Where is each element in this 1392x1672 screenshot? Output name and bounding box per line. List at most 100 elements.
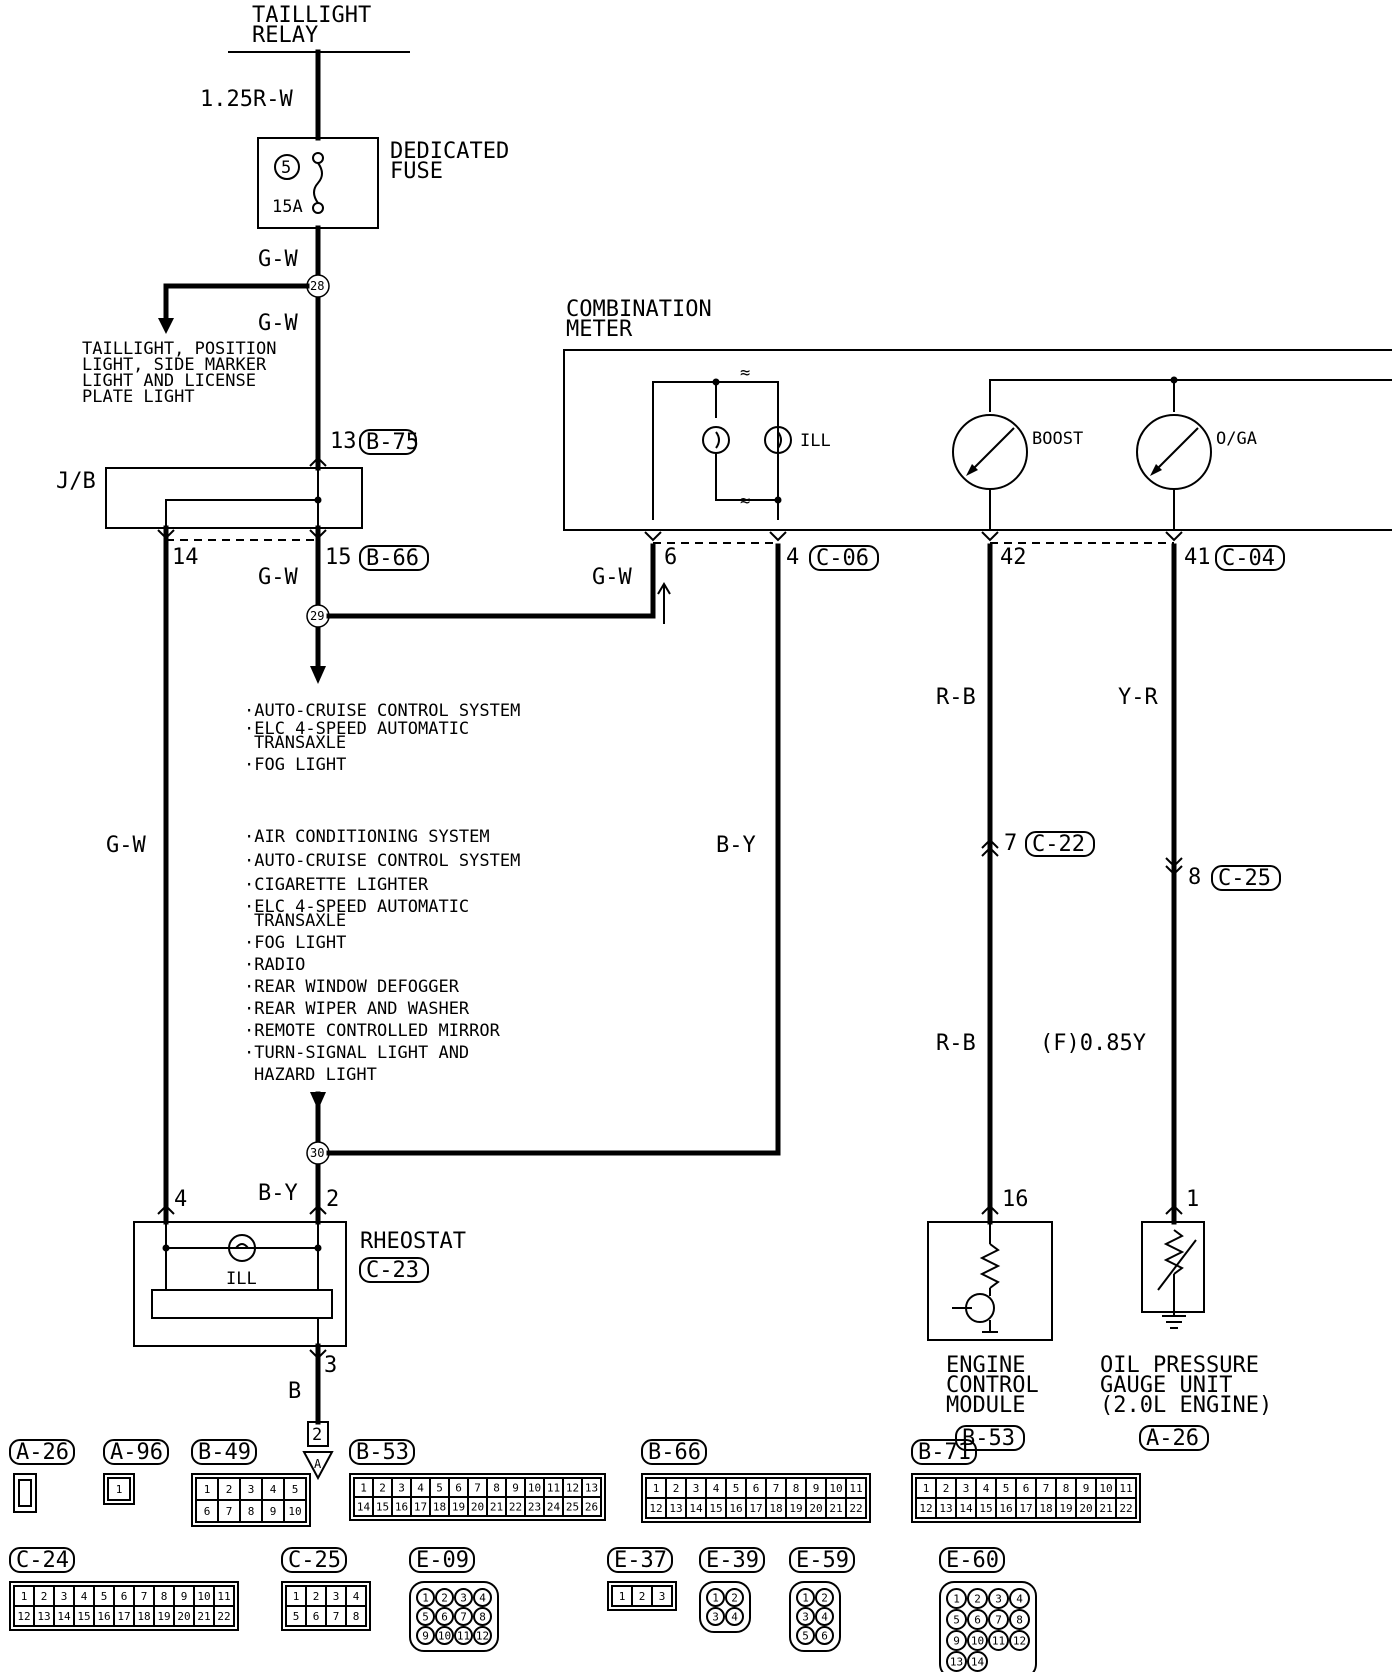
connector-pin-number: 19: [157, 1610, 170, 1623]
jb-box: [105, 467, 363, 529]
connector-pin-number: 7: [474, 1482, 481, 1495]
splice-29-label: 29: [310, 609, 324, 623]
connector-pin-number: 1: [21, 1590, 28, 1603]
gauge-needle-tip-icon: [966, 464, 978, 476]
connector-pin-number: 2: [313, 1590, 320, 1603]
connector-housing: [607, 1581, 677, 1611]
connector-pin-number: 2: [639, 1590, 646, 1603]
list2-line-9: ·REAR WIPER AND WASHER: [244, 999, 470, 1019]
arrow-down-icon: [310, 1092, 326, 1110]
variable-resistor-icon: [1163, 1229, 1185, 1275]
meter-pin-42: 42: [1000, 545, 1027, 570]
connector-pin-number: 7: [333, 1610, 340, 1623]
connector-pin: [815, 1626, 834, 1645]
connector-housing: [699, 1581, 751, 1633]
connector-pin: [845, 1497, 867, 1519]
connector-pin-number: 4: [1016, 1593, 1023, 1606]
pin-arrow-icon: [769, 531, 787, 542]
connector-pin-number: 7: [995, 1614, 1002, 1627]
connector-pin-number: 5: [436, 1482, 443, 1495]
connector-pin: [581, 1496, 602, 1517]
connector-pin-number: 4: [713, 1482, 720, 1495]
connector-housing: [9, 1581, 239, 1631]
connector-pin: [946, 1651, 967, 1672]
list2-line-1: ·AIR CONDITIONING SYSTEM: [244, 827, 490, 847]
conn-b66: B-66: [366, 546, 419, 571]
connector-pin-number: 2: [974, 1593, 981, 1606]
taillight-text-3: LIGHT AND LICENSE: [82, 371, 256, 391]
ground-number-box: [307, 1421, 329, 1447]
pin-arrow-icon: [309, 456, 327, 467]
connector-pin-number: 13: [37, 1610, 50, 1623]
meter-pin-41: 41: [1184, 545, 1211, 570]
wire-label-gw-left: G-W: [106, 833, 146, 858]
connector-pin: [283, 1499, 307, 1523]
conn-c25: C-25: [1218, 866, 1271, 891]
connector-pin: [796, 1607, 815, 1626]
connector-pin: [1009, 1609, 1030, 1630]
connector-pin-number: 9: [1083, 1482, 1090, 1495]
connector-pin-number: 16: [999, 1502, 1012, 1515]
meter-ill-return: [715, 453, 778, 501]
conn-c25-badge: [1211, 865, 1281, 891]
jb-pin-13: 13: [330, 429, 357, 454]
connector-pin-number: 20: [177, 1610, 190, 1623]
connector-pin-number: 6: [455, 1482, 462, 1495]
wave-icon: ≈: [740, 491, 750, 511]
connector-pin-number: 3: [61, 1590, 68, 1603]
connector-pin: [416, 1626, 435, 1645]
ground-letter: A: [314, 1457, 322, 1471]
connector-pin-number: 8: [353, 1610, 360, 1623]
connector-id: B-71: [918, 1440, 971, 1465]
connector-pin-number: 1: [116, 1483, 123, 1496]
connector-id: B-53: [356, 1440, 409, 1465]
connector-pin-number: 6: [204, 1505, 211, 1518]
resistor-icon: [979, 1243, 1001, 1289]
connector-id: E-60: [946, 1548, 999, 1573]
connector-pin: [416, 1588, 435, 1607]
connector-pin-number: 21: [490, 1501, 503, 1514]
connector-pin-number: 2: [731, 1592, 738, 1605]
connector-pin-number: 13: [939, 1502, 952, 1515]
arrow-down-icon: [158, 318, 174, 334]
connector-pin-number: 8: [248, 1505, 255, 1518]
connector-pin-number: 2: [673, 1482, 680, 1495]
connector-pin-number: 3: [995, 1593, 1002, 1606]
fuse-number: 5: [281, 158, 291, 178]
connector-pin-number: 3: [398, 1482, 405, 1495]
meter-box: [563, 349, 1392, 531]
connector-pin: [815, 1588, 834, 1607]
connector-housing: [939, 1581, 1037, 1672]
connector-pin-number: 22: [849, 1502, 862, 1515]
connector-pin: [473, 1588, 492, 1607]
conn-c04-badge: [1215, 545, 1285, 571]
list1-line-1: ·AUTO-CRUISE CONTROL SYSTEM: [244, 701, 520, 721]
pin-16: 16: [1002, 1187, 1029, 1212]
gauge-needle-tip-icon: [1150, 464, 1162, 476]
pin-arrow-icon: [1165, 857, 1183, 868]
connector-badge: [939, 1547, 1005, 1573]
connector-pin-number: 9: [181, 1590, 188, 1603]
connector-pin-number: 12: [919, 1502, 932, 1515]
connector-pin-number: 4: [81, 1590, 88, 1603]
connector-pin-number: 11: [849, 1482, 862, 1495]
list2-line-2: ·AUTO-CRUISE CONTROL SYSTEM: [244, 851, 520, 871]
connector-pin-number: 3: [659, 1590, 666, 1603]
connector-badge: [607, 1547, 673, 1573]
connector-pin-number: 1: [953, 1593, 960, 1606]
list2-line-8: ·REAR WINDOW DEFOGGER: [244, 977, 460, 997]
connector-pin-number: 14: [971, 1656, 985, 1669]
connector-pin-number: 14: [57, 1610, 71, 1623]
connector-pin-number: 17: [749, 1502, 762, 1515]
connector-pin-number: 9: [422, 1630, 429, 1643]
meter-pin-6: 6: [664, 545, 677, 570]
ground-number: 2: [312, 1425, 322, 1445]
connector-pin: [725, 1588, 744, 1607]
connector-pin: [416, 1607, 435, 1626]
connector-pin-number: 14: [689, 1502, 703, 1515]
connector-housing: [641, 1473, 871, 1523]
fuse-number-circle: [274, 154, 300, 180]
connector-pin: [1115, 1497, 1137, 1519]
connector-pin-number: 1: [619, 1590, 626, 1603]
